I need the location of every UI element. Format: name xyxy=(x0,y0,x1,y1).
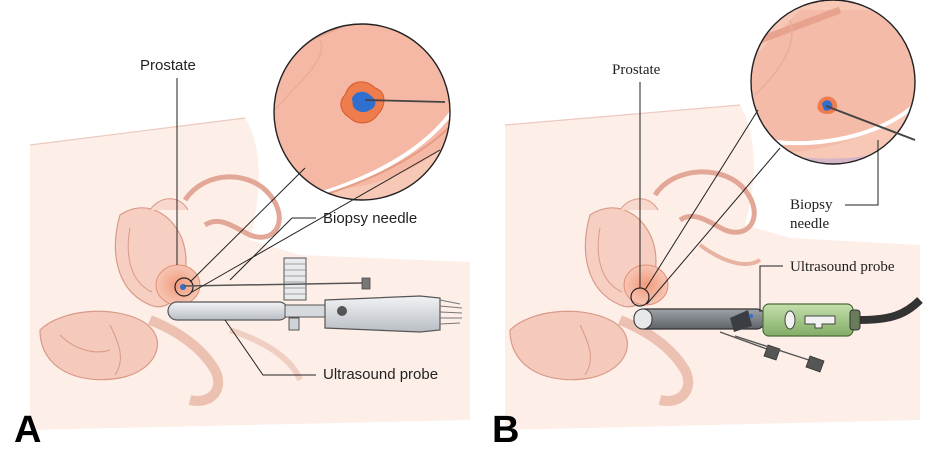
ultrasound-probe-a xyxy=(167,295,463,333)
panel-letter-b: B xyxy=(492,409,519,451)
leader-ultrasound-probe-a xyxy=(224,319,316,376)
leader-ultrasound-probe-b xyxy=(759,265,783,312)
panel-letter-a: A xyxy=(14,409,41,451)
ultrasound-probe-b xyxy=(633,297,923,337)
panel-b: Prostate Biopsy needle Ultrasound probe … xyxy=(492,0,923,451)
label-ultrasound-probe-b: Ultrasound probe xyxy=(790,259,895,275)
biopsy-needle-a xyxy=(183,282,363,287)
leader-biopsy-needle-a xyxy=(229,217,316,281)
prostate-b xyxy=(623,264,669,306)
label-prostate-a: Prostate xyxy=(140,57,196,74)
magnified-view-a xyxy=(273,23,451,201)
magnified-view-b xyxy=(750,0,916,165)
biopsy-needle-b-1 xyxy=(719,331,776,353)
leader-biopsy-needle-b xyxy=(845,140,879,206)
panel-a: Prostate Biopsy needle Ultrasound probe … xyxy=(14,23,470,451)
prostate-a xyxy=(155,264,201,306)
pelvic-floor-a xyxy=(39,310,158,381)
needle-guide-a xyxy=(283,257,307,331)
seminal-vesicle-a xyxy=(182,174,282,240)
label-biopsy-needle-a: Biopsy needle xyxy=(323,210,417,227)
label-biopsy-needle-b-line1: Biopsy xyxy=(790,197,833,213)
label-ultrasound-probe-a: Ultrasound probe xyxy=(323,366,438,383)
seminal-vesicle-b xyxy=(652,169,757,235)
label-biopsy-needle-b-line2: needle xyxy=(790,216,829,232)
biopsy-needle-b-2 xyxy=(734,335,816,363)
pelvic-floor-b xyxy=(509,310,628,381)
biopsy-target-circle-a xyxy=(174,277,194,297)
label-prostate-b: Prostate xyxy=(612,62,661,78)
